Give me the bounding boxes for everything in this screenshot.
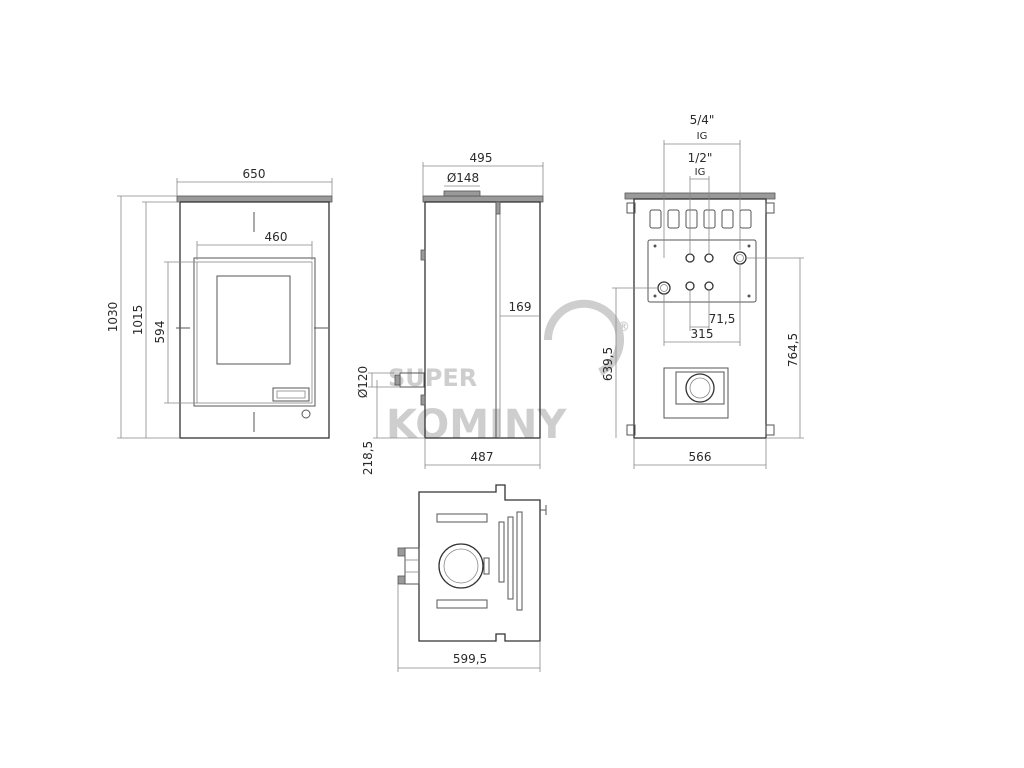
side-top-flue xyxy=(443,190,481,197)
dim-side-offset: 169 xyxy=(509,300,532,314)
rear-port-large-icon xyxy=(657,281,671,295)
dim-rear-spacing-large: 315 xyxy=(691,327,714,341)
rear-top-plate xyxy=(624,192,776,200)
dim-rear-conn-large: 5/4" xyxy=(690,113,715,127)
dim-top-depth: 599,5 xyxy=(453,652,487,666)
rear-view: 5/4" IG 1/2" IG 71,5 315 639,5 764,5 566 xyxy=(601,113,804,469)
rear-port-small-icon xyxy=(685,281,695,291)
side-body xyxy=(424,201,541,439)
front-door-frame xyxy=(193,257,316,407)
rear-flue-pipe-icon xyxy=(685,373,715,403)
dim-rear-conn-small: 1/2" xyxy=(688,151,713,165)
dim-side-depth-top: 495 xyxy=(470,151,493,165)
dim-front-total-height: 1030 xyxy=(106,302,120,333)
dim-rear-height-high: 764,5 xyxy=(786,333,800,367)
dim-front-door-width: 460 xyxy=(265,230,288,244)
rear-connection-panel xyxy=(647,239,757,303)
dim-rear-conn-small-type: IG xyxy=(695,167,706,178)
watermark: SUPER KOMINY ® xyxy=(386,299,630,448)
watermark-registered: ® xyxy=(617,320,630,335)
dim-rear-conn-large-type: IG xyxy=(697,131,708,142)
dim-side-flue-height: 218,5 xyxy=(361,441,375,475)
dim-rear-width: 566 xyxy=(689,450,712,464)
rear-port-large-icon xyxy=(733,251,747,265)
dim-front-body-height: 1015 xyxy=(131,305,145,336)
dim-rear-spacing-small: 71,5 xyxy=(709,312,736,326)
dim-side-flue-back: Ø120 xyxy=(356,366,370,398)
front-body xyxy=(179,201,330,439)
dim-rear-height-low: 639,5 xyxy=(601,347,615,381)
side-top-plate xyxy=(422,195,544,203)
front-view: 650 460 1030 1015 594 xyxy=(106,167,333,439)
top-flue-icon xyxy=(438,543,484,589)
rear-flue-outlet xyxy=(663,367,729,419)
rear-body xyxy=(633,198,767,439)
rear-port-small-icon xyxy=(704,281,714,291)
front-door-glass xyxy=(216,275,291,365)
watermark-line1: SUPER xyxy=(388,364,477,392)
front-ash-door xyxy=(272,387,310,402)
dim-front-width: 650 xyxy=(243,167,266,181)
dim-front-door-height: 594 xyxy=(153,321,167,344)
front-knob-icon xyxy=(301,409,311,419)
front-top-plate xyxy=(176,195,333,203)
dim-side-flue-top: Ø148 xyxy=(447,171,479,185)
rear-vent-slots xyxy=(649,209,752,229)
top-view: 599,5 xyxy=(397,484,547,672)
rear-port-small-icon xyxy=(704,253,714,263)
watermark-line2: KOMINY xyxy=(386,402,567,448)
side-view: 495 Ø148 169 Ø120 218,5 487 xyxy=(356,151,544,475)
rear-port-small-icon xyxy=(685,253,695,263)
top-rear-flue xyxy=(404,547,420,585)
dim-side-depth-bottom: 487 xyxy=(471,450,494,464)
